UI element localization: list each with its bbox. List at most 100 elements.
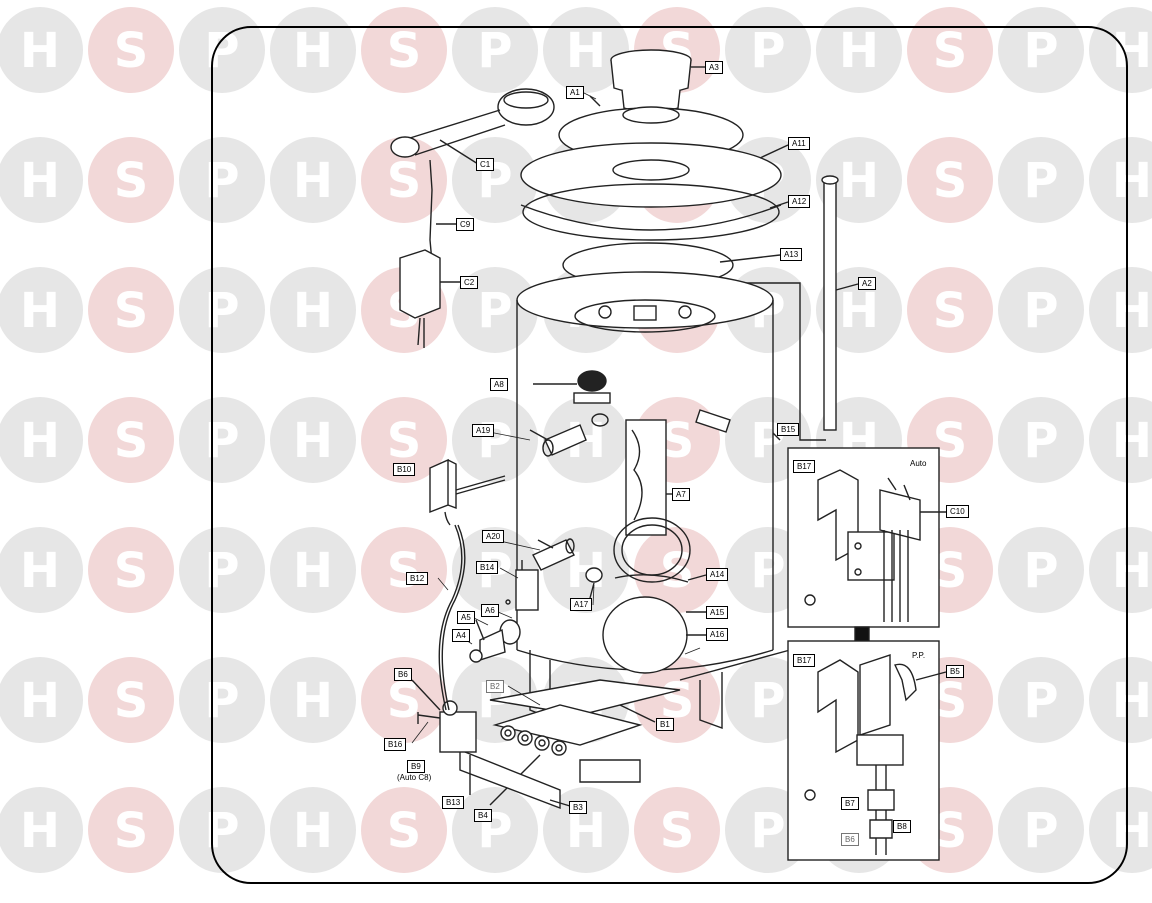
label-b6-pp: B6 — [841, 833, 859, 846]
inset-title-pp: P.P. — [912, 651, 926, 660]
watermark-badge: H — [0, 397, 83, 483]
inset-connector — [854, 626, 870, 642]
watermark-badge: H — [270, 137, 356, 223]
watermark-letter: H — [293, 283, 333, 339]
label-a4: A4 — [452, 629, 470, 642]
watermark-badge: P — [179, 397, 265, 483]
part-a15-cover — [602, 596, 706, 674]
watermark-letter: H — [1112, 283, 1152, 339]
watermark-letter: H — [293, 543, 333, 599]
watermark-letter: H — [20, 673, 60, 729]
part-c2-box — [399, 249, 460, 348]
watermark-badge: H — [270, 267, 356, 353]
label-a6: A6 — [481, 604, 499, 617]
part-a11-plate — [520, 142, 789, 208]
label-a19: A19 — [472, 424, 495, 437]
watermark-letter: P — [750, 543, 785, 599]
watermark-badge: P — [179, 267, 265, 353]
watermark-letter: H — [1112, 673, 1152, 729]
part-a4-a5-valve — [469, 619, 521, 663]
label-b3: B3 — [569, 801, 587, 814]
label-b1: B1 — [656, 718, 674, 731]
watermark-letter: P — [477, 23, 512, 79]
diagram-frame — [211, 26, 1128, 884]
watermark-badge: S — [634, 657, 720, 743]
watermark-badge: H — [270, 7, 356, 93]
watermark-badge: P — [179, 137, 265, 223]
part-a20-elbow — [532, 538, 575, 571]
watermark-badge: S — [907, 267, 993, 353]
label-b10: B10 — [393, 463, 416, 476]
watermark-badge: H — [0, 267, 83, 353]
label-b4: B4 — [474, 809, 492, 822]
watermark-badge: H — [816, 7, 902, 93]
part-a14-gasket — [613, 517, 707, 583]
label-b8: B8 — [893, 820, 911, 833]
watermark-letter: H — [839, 283, 879, 339]
watermark-letter: P — [477, 413, 512, 469]
watermark-letter: P — [1023, 413, 1058, 469]
watermark-badge: P — [179, 657, 265, 743]
watermark-letter: S — [933, 153, 968, 209]
watermark-letter: H — [1112, 413, 1152, 469]
watermark-letter: S — [387, 23, 422, 79]
label-a16: A16 — [706, 628, 729, 641]
inset-pp — [787, 640, 947, 861]
part-a8-grommet — [533, 370, 611, 404]
label-c2: C2 — [460, 276, 479, 289]
watermark-letter: S — [114, 283, 149, 339]
watermark-letter: S — [387, 673, 422, 729]
watermark-badge: H — [816, 267, 902, 353]
label-a20: A20 — [482, 530, 505, 543]
watermark-letter: S — [114, 673, 149, 729]
watermark-letter: P — [1023, 23, 1058, 79]
label-a13: A13 — [780, 248, 803, 261]
watermark-badge: H — [1089, 137, 1152, 223]
watermark-badge: H — [1089, 267, 1152, 353]
watermark-badge: P — [998, 267, 1084, 353]
watermark-badge: S — [88, 527, 174, 613]
label-b7: B7 — [841, 797, 859, 810]
watermark-badge: S — [634, 527, 720, 613]
label-b12: B12 — [406, 572, 429, 585]
label-b6: B6 — [394, 668, 412, 681]
label-a1: A1 — [566, 86, 584, 99]
watermark-badge: P — [998, 527, 1084, 613]
label-c10: C10 — [946, 505, 969, 518]
label-c1: C1 — [476, 158, 495, 171]
watermark-badge: S — [361, 137, 447, 223]
watermark-badge: S — [88, 267, 174, 353]
watermark-badge: P — [725, 7, 811, 93]
part-a19-nipple — [529, 409, 731, 457]
part-c1-pilot-tube — [390, 88, 555, 263]
watermark-letter: S — [114, 413, 149, 469]
watermark-letter: H — [20, 23, 60, 79]
label-b17-pp: B17 — [793, 654, 816, 667]
watermark-badge: P — [998, 7, 1084, 93]
watermark-badge: S — [634, 787, 720, 873]
watermark-badge: H — [0, 137, 83, 223]
label-a14: A14 — [706, 568, 729, 581]
watermark-letter: H — [839, 23, 879, 79]
watermark-letter: P — [477, 283, 512, 339]
part-b1-burner-assembly — [489, 649, 791, 746]
watermark-badge: S — [361, 657, 447, 743]
label-b2: B2 — [486, 680, 504, 693]
part-b12-lead — [438, 524, 466, 711]
watermark-badge: S — [88, 787, 174, 873]
label-b15: B15 — [777, 423, 800, 436]
watermark-letter: S — [114, 803, 149, 859]
watermark-badge: S — [361, 787, 447, 873]
label-b17-auto: B17 — [793, 460, 816, 473]
watermark-badge: H — [0, 657, 83, 743]
label-a7: A7 — [672, 488, 690, 501]
watermark-letter: H — [839, 153, 879, 209]
watermark-letter: H — [20, 803, 60, 859]
watermark-letter: P — [750, 673, 785, 729]
watermark-letter: H — [293, 23, 333, 79]
inset-title-auto: Auto — [910, 459, 927, 468]
watermark-letter: P — [750, 803, 785, 859]
label-auto-c8: (Auto C8) — [397, 773, 432, 782]
watermark-letter: H — [20, 543, 60, 599]
